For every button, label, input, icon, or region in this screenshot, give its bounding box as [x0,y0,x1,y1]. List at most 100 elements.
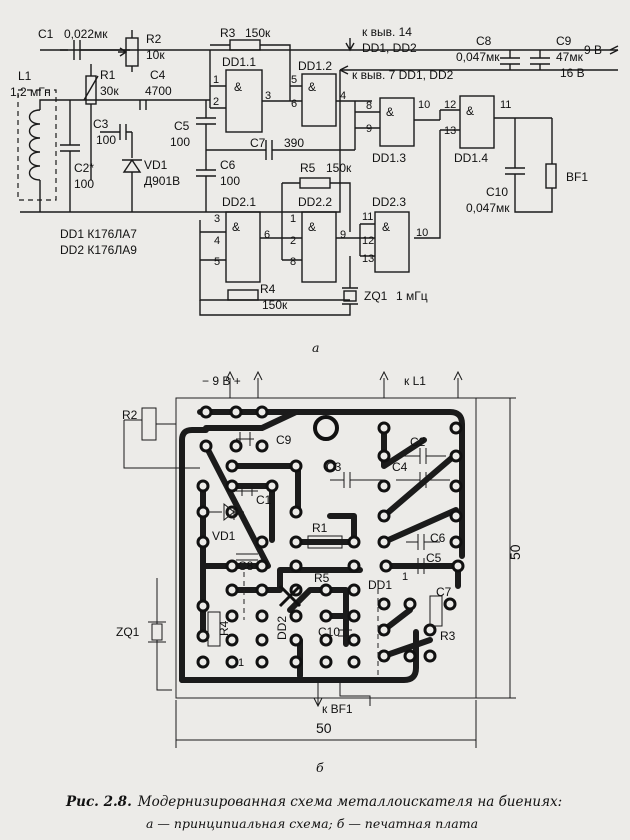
l1-shield [17,89,57,201]
gate-dd1-3: DD1.3 [372,151,406,165]
r2-wiper [118,30,133,72]
value-c2: 100 [74,177,94,191]
pcb-label-c3: C3 [326,460,342,474]
label-vd1: VD1 [144,158,168,172]
c7-symbol [206,140,355,160]
svg-text:2: 2 [213,96,219,108]
caption-title: Модернизированная схема металлоискателя … [137,794,562,810]
gate-dd2-2: DD2.2 [298,195,332,209]
label-c4: C4 [150,68,166,82]
r3-symbol [229,39,261,51]
pcb-label-dd1: DD1 [368,578,392,592]
svg-text:3: 3 [214,213,220,225]
r3-wires [210,44,291,75]
value-c5: 100 [170,135,190,149]
dd2-2-wires [281,183,360,261]
amp-dd1-1: & [234,80,242,94]
c3-symbol [100,124,132,140]
amp-dd1-4: & [466,104,474,118]
label-c3: C3 [93,117,109,131]
svg-text:9: 9 [366,123,372,135]
label-c9: C9 [556,34,572,48]
svg-text:1: 1 [290,213,296,225]
figure-caption: Рис. 2.8.Модернизированная схема металло… [65,794,562,810]
dd1-1-wires [209,50,290,109]
pcb-pin-1b: 1 [402,571,408,583]
label-zq1: ZQ1 [364,289,388,303]
value-r4: 150к [262,298,288,312]
svg-text:12: 12 [362,235,374,247]
c1-symbol [40,40,130,60]
r2-symbol [125,37,139,67]
label-r2: R2 [146,32,162,46]
pcb-label-r4: R4 [217,620,231,636]
dim-horizontal [175,700,477,748]
svg-text:4: 4 [340,90,346,102]
r5-symbol [299,177,331,189]
value-r2: 10к [146,48,165,62]
dd1-3-wires [354,101,440,150]
gate-dd2-1: DD2.1 [222,195,256,209]
r1-wires [83,64,99,180]
pcb-pin-1a: 1 [238,657,244,669]
value-zq1: 1 мГц [396,289,428,303]
r4-symbol [227,289,259,301]
svg-text:2: 2 [290,235,296,247]
svg-text:13: 13 [362,253,374,265]
dd2-3-wires [359,223,375,257]
svg-text:5: 5 [291,74,297,86]
label-c8: C8 [476,34,492,48]
label-c2: C2* [74,161,94,175]
power-note-2: к выв. 7 DD1, DD2 [352,68,454,82]
dim-h-value: 50 [316,720,332,736]
pcb-power-label: − 9 В + [202,374,241,388]
dim-v-value: 50 [507,544,523,560]
svg-text:6: 6 [291,98,297,110]
value-c6: 100 [220,174,240,188]
c4-symbol [139,100,147,110]
dd2-2-gate [301,211,337,283]
supply-arrow [609,45,619,55]
svg-text:13: 13 [444,125,456,137]
pcb-label-c7: C7 [436,585,452,599]
amp-dd1-3: & [386,105,394,119]
value-c8: 0,047мк [456,50,500,64]
pcb-outline [175,397,477,699]
value-r1: 30к [100,84,119,98]
vd1-symbol [122,132,142,212]
c8-symbol [500,50,520,70]
pcb-jumper-cross [278,584,302,608]
amp-dd2-1: & [232,220,240,234]
dd1-2-gate [301,73,337,127]
amp-dd2-2: & [308,220,316,234]
label-r1: R1 [100,68,116,82]
dd1-3-gate [379,97,415,147]
supply-voltage: 9 В [584,43,602,57]
rail-arrow-2 [339,65,349,75]
value-c9: 47мк [556,50,584,64]
power-note-1b: DD1, DD2 [362,41,417,55]
c6-symbol [196,150,216,212]
label-c6: C6 [220,158,236,172]
pcb-label-r2: R2 [122,408,138,422]
subfig-a-label: а [312,340,319,355]
c9-symbol [530,50,550,70]
svg-text:10: 10 [416,227,428,239]
ic-list-2: DD2 К176ЛА9 [60,243,137,257]
gate-dd1-1: DD1.1 [222,55,256,69]
gate-dd1-4: DD1.4 [454,151,488,165]
l1-wires [39,99,210,212]
svg-text:8: 8 [290,256,296,268]
dd1-4-gate [459,95,495,149]
value-r5: 150к [326,161,352,175]
label-c10: C10 [486,185,508,199]
svg-text:12: 12 [444,99,456,111]
value-c9-voltage: 16 В [560,66,585,80]
label-r3: R3 [220,26,236,40]
dd2-1-wires [199,220,350,301]
pcb-component-outlines [123,370,463,708]
dd1-2-wires [289,75,372,102]
value-vd1: Д901В [144,174,180,188]
svg-text:9: 9 [340,229,346,241]
dd1-4-wires [414,109,552,239]
